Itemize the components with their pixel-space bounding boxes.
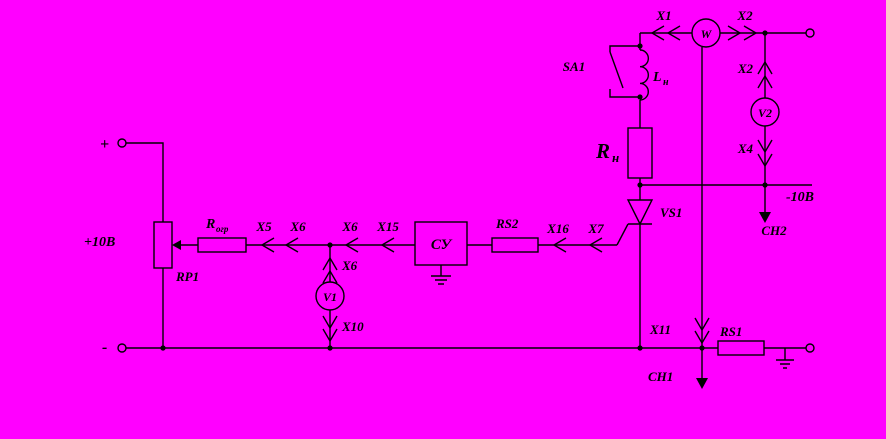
wire-plus-to-rp1 [126, 142, 164, 222]
connector-x11-icon [694, 317, 710, 345]
connector-x6b-icon [344, 237, 359, 253]
junction-dot [160, 345, 166, 351]
junction-dot [327, 242, 333, 248]
connector-x2-branch-icon [757, 60, 773, 89]
voltmeter-v1-body [315, 281, 345, 311]
labels: X1 X2 X2 X4 -10В СН2 SA1 L н R н VS1 + -… [84, 8, 814, 384]
label-x10: X10 [341, 319, 364, 334]
inductor-ln-coil [639, 49, 649, 101]
label-rp1: RP1 [175, 269, 199, 284]
junction-dot [637, 43, 643, 49]
meters-and-terminals [117, 18, 815, 353]
label-cn2: СН2 [761, 223, 787, 238]
label-ln-base: L [652, 70, 662, 85]
resistor-rs2-body [491, 237, 539, 253]
voltmeter-v2-body [750, 97, 780, 127]
label-x6-c: X6 [341, 258, 358, 273]
label-x1: X1 [655, 8, 671, 23]
potentiometer-rp1-wiper-arrow [172, 240, 181, 250]
connector-x1-icon [650, 25, 681, 41]
label-x4: X4 [737, 141, 754, 156]
connector-x5-icon [260, 237, 275, 253]
label-plus-terminal: + [100, 136, 109, 153]
connector-x7-icon [588, 237, 603, 253]
cn2-arrowhead [759, 212, 771, 223]
connector-x15-icon [380, 237, 395, 253]
label-rn-sub: н [612, 150, 619, 165]
resistor-rs1-body [717, 340, 765, 356]
voltmeter-v2-letter: V2 [758, 106, 772, 120]
ground-output [776, 348, 794, 369]
connector-x16-icon [552, 237, 567, 253]
junction-dot [637, 94, 643, 100]
ground-su [431, 265, 451, 285]
switch-sa1-bottom-wire [609, 89, 640, 98]
wire-thyristor-gate [616, 223, 629, 246]
label-su: СУ [431, 237, 453, 253]
junction-dot [327, 345, 333, 351]
resistor-rn-body [627, 127, 653, 179]
terminal-plus [117, 138, 127, 148]
connector-x4-icon [757, 139, 773, 168]
junction-dots [160, 30, 768, 351]
switch-sa1-blade [609, 51, 624, 89]
connector-x2-top-icon [727, 25, 758, 41]
connector-x10-icon [322, 315, 338, 343]
label-vs1: VS1 [660, 205, 682, 220]
label-rn-base: R [595, 139, 610, 163]
label-plus-10v: +10В [84, 235, 115, 250]
label-minus-terminal: - [102, 339, 107, 356]
label-x6-a: X6 [289, 219, 306, 234]
control-unit-su-box [414, 221, 468, 266]
terminal-bottom-right [805, 343, 815, 353]
connector-x6a-icon [284, 237, 299, 253]
label-x2-top: X2 [736, 8, 753, 23]
label-rs1: RS1 [719, 324, 742, 339]
connector-symbols [260, 25, 773, 345]
terminal-minus [117, 343, 127, 353]
ground-su-bars [431, 275, 451, 285]
wattmeter-w-letter: W [701, 27, 713, 41]
components [153, 127, 771, 389]
label-x11: X11 [649, 322, 671, 337]
ground-output-bars [776, 359, 794, 369]
junction-dot [762, 30, 768, 36]
wiring [126, 32, 812, 380]
label-neg-10v: -10В [786, 190, 814, 205]
junction-dot [637, 345, 643, 351]
label-x5: X5 [255, 219, 272, 234]
switch-sa1-top-wire [609, 45, 640, 52]
label-x16: X16 [546, 221, 569, 236]
thyristor-vs1-triangle [626, 199, 654, 226]
potentiometer-rp1-body [153, 221, 173, 269]
label-x15: X15 [376, 219, 399, 234]
terminal-top-right [805, 28, 815, 38]
voltmeter-v1-letter: V1 [323, 290, 337, 304]
label-rogr-sub: огр [216, 224, 229, 234]
junction-dot [699, 345, 705, 351]
label-x6-b: X6 [341, 219, 358, 234]
label-x2-branch: X2 [737, 61, 754, 76]
label-ln-sub: н [663, 77, 669, 88]
cn1-arrowhead [696, 378, 708, 389]
label-rs2: RS2 [495, 216, 519, 231]
junction-dot [637, 182, 643, 188]
junction-dot [762, 182, 768, 188]
label-rogr-base: R [205, 217, 215, 232]
resistor-rogr-body [197, 237, 247, 253]
wattmeter-w-body [691, 18, 721, 48]
label-sa1: SA1 [563, 59, 585, 74]
connector-x6c-icon [322, 256, 338, 284]
label-cn1: СН1 [648, 369, 673, 384]
label-x7: X7 [587, 221, 604, 236]
